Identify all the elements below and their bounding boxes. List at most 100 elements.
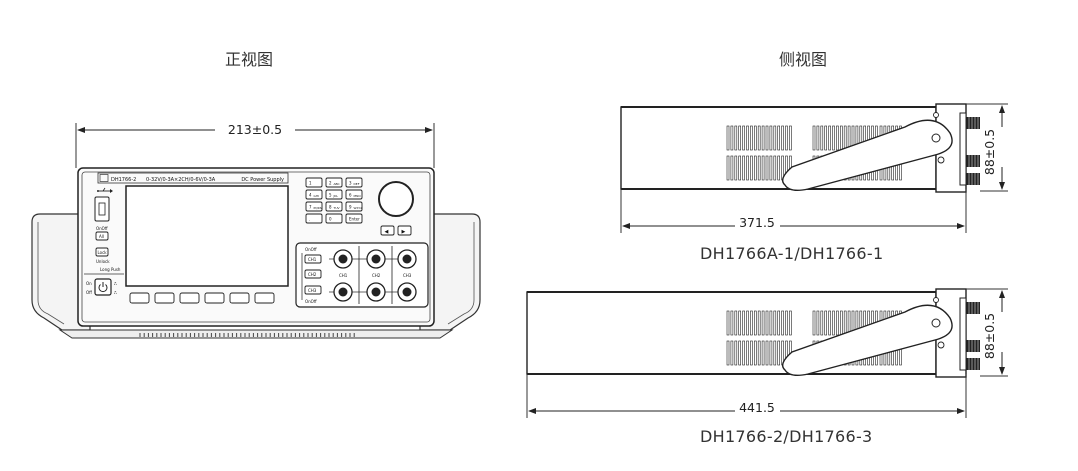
keypad-key[interactable]: [305, 189, 323, 200]
keypad-key[interactable]: [345, 213, 363, 224]
keypad-key-sublabel: WXYZ: [354, 206, 363, 210]
front-view-drawing: 213±0.5 DH1766-2 0-32V/0-3A×2CH/0-6V/0-3…: [31, 122, 481, 339]
right-arrow-button[interactable]: [397, 225, 412, 236]
keypad-key[interactable]: [345, 201, 363, 212]
keypad-key[interactable]: [325, 189, 343, 200]
soft-key-2[interactable]: [154, 292, 175, 304]
side-view-2-length-label: 441.5: [739, 400, 775, 415]
keypad-key[interactable]: [305, 213, 323, 224]
lock-button[interactable]: [95, 247, 109, 257]
left-handle: [31, 213, 91, 331]
keypad-key-label: 2: [329, 181, 332, 186]
soft-key-5[interactable]: [229, 292, 250, 304]
soft-key-1[interactable]: [129, 292, 150, 304]
ch1-button[interactable]: [304, 254, 322, 264]
side-view-2-height-label: 88±0.5: [982, 313, 997, 359]
keypad-key-label: 5: [329, 193, 332, 198]
keypad-key-label: 1: [309, 181, 312, 186]
ch3-button[interactable]: [304, 285, 322, 295]
bottom-vent: [139, 333, 355, 337]
keypad-key-sublabel: ABC: [334, 182, 340, 186]
keypad-key-sublabel: JKL: [333, 194, 339, 198]
soft-key-6[interactable]: [254, 292, 275, 304]
on-symbol: ⎍: [114, 281, 117, 286]
keypad-key-label: 0: [329, 217, 332, 222]
lock-label: Lock: [98, 250, 108, 255]
keypad-key[interactable]: [325, 177, 343, 188]
rotary-knob[interactable]: [378, 181, 414, 217]
long-push-label: Long Push: [100, 267, 121, 272]
binding-post-core: [338, 254, 348, 264]
side-dimensions: [526, 288, 1008, 418]
soft-key-4[interactable]: [204, 292, 225, 304]
usb-icon: [97, 187, 113, 193]
side-knob: [966, 155, 980, 167]
unlock-label: Unlock: [96, 259, 110, 264]
onoff-bottom-label: OnOff: [305, 299, 317, 304]
keypad-key[interactable]: [325, 213, 343, 224]
binding-post-core: [402, 287, 412, 297]
side-knob: [966, 302, 980, 314]
left-arrow-button[interactable]: [380, 225, 395, 236]
ch1-terminal-label: CH1: [339, 273, 348, 278]
ch2-button[interactable]: [304, 269, 322, 279]
side-knob: [966, 117, 980, 129]
side-view-2-model: DH1766-2/DH1766-3: [700, 427, 873, 446]
display-screen: [125, 185, 289, 287]
power-on-label: On: [86, 281, 92, 286]
left-arrow-icon: ◀: [385, 229, 389, 235]
keypad-key-label: 8: [329, 205, 332, 210]
right-arrow-icon: ▶: [402, 229, 406, 235]
keypad-key-sublabel: MNO: [354, 194, 362, 198]
keypad-key[interactable]: [305, 177, 323, 188]
spec-label: 0-32V/0-3A×2CH/0-6V/0-3A: [146, 177, 216, 183]
front-bezel: [935, 288, 980, 378]
soft-keys: [129, 292, 275, 304]
ch2-button-label: CH2: [308, 272, 317, 277]
onoff-all-label: OnOff: [96, 226, 108, 231]
output-terminals: [329, 249, 417, 302]
binding-post-core: [371, 287, 381, 297]
power-off-label: Off: [86, 290, 92, 295]
side-view-1-model: DH1766A-1/DH1766-1: [700, 244, 884, 263]
off-symbol: ⎍: [114, 290, 117, 295]
keypad-key-label: 3: [349, 181, 352, 186]
ch2-terminal-label: CH2: [372, 273, 381, 278]
keypad-key[interactable]: [345, 189, 363, 200]
soft-key-3[interactable]: [179, 292, 200, 304]
keypad-key-sublabel: GHI: [314, 194, 320, 198]
keypad-key-sublabel: PQRS: [314, 206, 322, 210]
all-output-button[interactable]: [95, 231, 109, 241]
side-view-2: [526, 288, 1008, 418]
usb-port[interactable]: [94, 196, 110, 222]
width-dim-label: 213±0.5: [228, 122, 282, 137]
binding-post-core: [402, 254, 412, 264]
logo-box: [99, 174, 109, 182]
keypad-key-sublabel: TUV: [333, 206, 341, 210]
keypad-key[interactable]: [345, 177, 363, 188]
ch3-button-label: CH3: [308, 288, 317, 293]
binding-post-core: [371, 254, 381, 264]
onoff-top-label: OnOff: [305, 247, 317, 252]
side-dimensions: [620, 103, 1008, 233]
keypad-key-label: 9: [349, 205, 352, 210]
keypad-key-label: Enter: [349, 217, 360, 222]
keypad-key-label: 7: [309, 205, 312, 210]
keypad-key-label: 6: [349, 193, 352, 198]
all-label: All: [99, 234, 104, 239]
keypad-key-label: 4: [309, 193, 312, 198]
side-knob: [966, 358, 980, 370]
right-handle: [419, 213, 481, 331]
model-label: DH1766-2: [111, 177, 136, 183]
side-view-title: 侧视图: [779, 50, 828, 69]
binding-post-core: [338, 287, 348, 297]
side-view-1-height-label: 88±0.5: [982, 129, 997, 175]
side-knob: [966, 340, 980, 352]
side-knob: [966, 173, 980, 185]
side-handle: [782, 297, 953, 377]
keypad-key[interactable]: [305, 201, 323, 212]
keypad-key[interactable]: [325, 201, 343, 212]
side-handle: [782, 112, 953, 192]
